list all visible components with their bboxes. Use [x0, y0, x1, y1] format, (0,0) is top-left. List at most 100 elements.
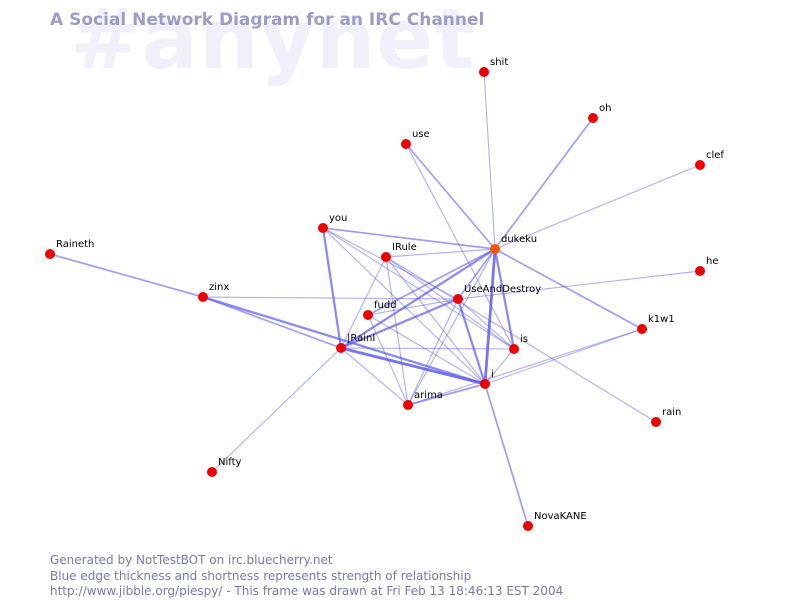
edge-UseAndDestroy-arima [407, 298, 459, 406]
edges-layer [49, 71, 701, 527]
edge-IRainI-arima [340, 347, 409, 406]
node-k1w1[interactable]: k1w1 [637, 314, 675, 334]
node-dot-is[interactable] [509, 344, 519, 354]
node-dot-you[interactable] [318, 223, 328, 233]
node-i[interactable]: i [480, 369, 494, 389]
node-is[interactable]: is [509, 334, 528, 354]
node-use[interactable]: use [401, 129, 430, 149]
edge-IRule-arima [385, 256, 409, 406]
node-label-he: he [706, 256, 719, 267]
edge-you-i [322, 227, 486, 385]
node-label-oh: oh [599, 103, 611, 114]
nodes-layer: shit oh use clef you dukeku Raineth IRule he zinx… [45, 57, 724, 531]
node-Raineth[interactable]: Raineth [45, 239, 94, 259]
node-label-i: i [491, 369, 494, 380]
node-dot-rain[interactable] [651, 417, 661, 427]
node-dot-fudd[interactable] [363, 310, 373, 320]
node-rain[interactable]: rain [651, 407, 681, 427]
node-IRainI[interactable]: |RainI [336, 333, 375, 353]
edge-UseAndDestroy-is [457, 298, 515, 350]
node-dot-IRule[interactable] [381, 252, 391, 262]
footer-legend: Blue edge thickness and shortness repres… [50, 569, 472, 583]
node-IRule[interactable]: IRule [381, 242, 417, 262]
node-dot-NovaKANE[interactable] [523, 521, 533, 531]
edge-IRainI-is [340, 347, 515, 350]
edge-you-IRainI [321, 226, 343, 350]
edge-IRule-rain [385, 256, 657, 423]
node-label-is: is [520, 334, 528, 345]
node-label-Raineth: Raineth [56, 239, 94, 250]
node-dot-zinx[interactable] [198, 292, 208, 302]
node-label-use: use [412, 129, 430, 140]
diagram-title: A Social Network Diagram for an IRC Chan… [50, 10, 485, 30]
node-dot-i[interactable] [480, 379, 490, 389]
node-dot-UseAndDestroy[interactable] [453, 294, 463, 304]
node-label-arima: arima [414, 390, 443, 401]
edge-clef-dukeku [494, 164, 701, 250]
edge-UseAndDestroy-fudd [367, 298, 459, 316]
edge-IRule-dukeku [385, 248, 496, 258]
node-shit[interactable]: shit [479, 57, 508, 77]
node-label-clef: clef [706, 150, 724, 161]
node-label-rain: rain [662, 407, 681, 418]
node-you[interactable]: you [318, 213, 347, 233]
node-label-Nifty: Nifty [218, 457, 242, 468]
edge-UseAndDestroy-i [456, 297, 487, 386]
node-UseAndDestroy[interactable]: UseAndDestroy [453, 284, 541, 304]
node-zinx[interactable]: zinx [198, 282, 229, 302]
edge-dukeku-i [483, 247, 497, 386]
node-dot-dukeku[interactable] [490, 244, 500, 254]
edge-IRainI-Nifty [211, 347, 342, 473]
node-dot-use[interactable] [401, 139, 411, 149]
node-dot-he[interactable] [695, 266, 705, 276]
edge-oh-dukeku [494, 117, 594, 250]
node-arima[interactable]: arima [403, 390, 443, 410]
node-fudd[interactable]: fudd [363, 300, 397, 320]
edge-IRule-i [385, 256, 486, 385]
node-dot-Nifty[interactable] [207, 467, 217, 477]
node-dot-oh[interactable] [588, 113, 598, 123]
node-dot-IRainI[interactable] [336, 343, 346, 353]
node-NovaKANE[interactable]: NovaKANE [523, 511, 587, 531]
node-label-fudd: fudd [374, 300, 397, 311]
node-dot-Raineth[interactable] [45, 249, 55, 259]
edge-zinx-i [201, 295, 487, 386]
edge-IRainI-i [339, 346, 487, 386]
node-label-dukeku: dukeku [501, 234, 537, 245]
node-label-shit: shit [490, 57, 508, 68]
edge-dukeku-is [493, 247, 516, 351]
edge-i-NovaKANE [484, 383, 529, 527]
node-label-UseAndDestroy: UseAndDestroy [464, 284, 541, 295]
node-dukeku[interactable]: dukeku [490, 234, 537, 254]
node-label-IRainI: |RainI [347, 333, 375, 344]
node-he[interactable]: he [695, 256, 719, 276]
node-label-IRule: IRule [392, 242, 417, 253]
node-dot-shit[interactable] [479, 67, 489, 77]
edge-dukeku-k1w1 [494, 248, 643, 330]
channel-watermark: #anynet [70, 0, 476, 88]
edge-arima-i [407, 383, 486, 406]
edge-UseAndDestroy-IRainI [339, 297, 460, 350]
edge-IRule-IRainI [340, 256, 387, 349]
node-oh[interactable]: oh [588, 103, 611, 123]
node-label-NovaKANE: NovaKANE [534, 511, 587, 522]
node-clef[interactable]: clef [695, 150, 724, 170]
node-dot-k1w1[interactable] [637, 324, 647, 334]
footer-generated-by: Generated by NotTestBOT on irc.bluecherr… [50, 553, 333, 567]
edge-zinx-UseAndDestroy [202, 296, 459, 300]
edge-dukeku-fudd [367, 248, 496, 316]
edge-i-k1w1 [484, 328, 643, 385]
node-dot-arima[interactable] [403, 400, 413, 410]
node-label-zinx: zinx [209, 282, 229, 293]
node-Nifty[interactable]: Nifty [207, 457, 242, 477]
edge-you-dukeku [322, 227, 496, 250]
edge-dukeku-IRainI [339, 247, 497, 350]
edge-i-is [484, 348, 515, 385]
node-dot-clef[interactable] [695, 160, 705, 170]
edge-fudd-i [367, 314, 486, 385]
edge-Raineth-zinx [49, 253, 204, 298]
node-label-you: you [329, 213, 347, 224]
edge-zinx-IRainI [202, 296, 342, 349]
footer-source-url: http://www.jibble.org/piespy/ - This fra… [50, 584, 564, 598]
